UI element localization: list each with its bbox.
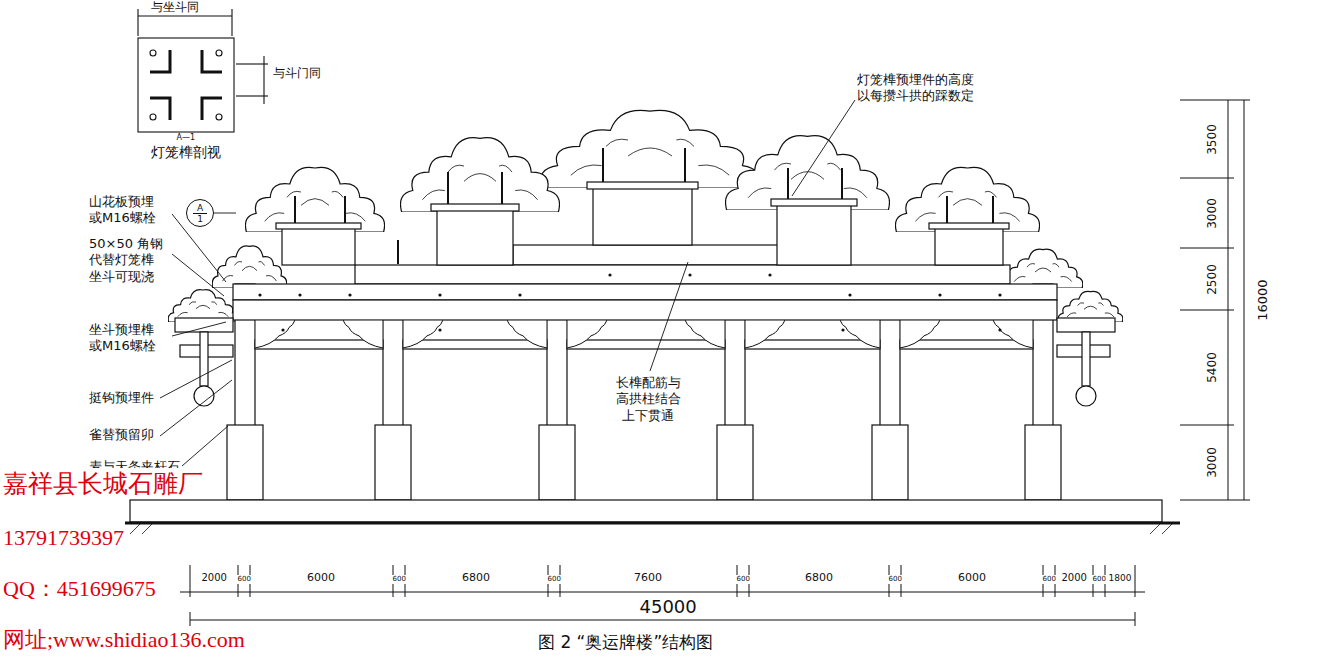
callout-note: 坐斗预埋榫 或M16螺栓 xyxy=(88,322,172,355)
ground xyxy=(125,500,1180,534)
dimension: 2000 xyxy=(1061,572,1088,585)
callout-note: 挺钩预埋件 xyxy=(88,390,155,406)
callout-text: 1 xyxy=(197,214,203,224)
towers xyxy=(276,182,1009,265)
roofs xyxy=(168,110,1123,322)
figure-caption: 图 2 “奥运牌楼”结构图 xyxy=(537,632,714,653)
section-mark: A—1 xyxy=(176,133,197,143)
section-callout-circle: A1 xyxy=(186,199,214,227)
callout-text: A xyxy=(193,203,207,214)
brackets xyxy=(255,320,1033,348)
dimension: 600 xyxy=(392,575,407,584)
watermark: 13791739397 xyxy=(2,524,125,552)
dimension: 600 xyxy=(888,575,903,584)
clamp-stones xyxy=(227,425,1061,500)
dimension: 600 xyxy=(1042,575,1057,584)
dimension: 2000 xyxy=(201,572,228,585)
watermark: 嘉祥县长城石雕厂 xyxy=(2,468,204,499)
dimension: 600 xyxy=(736,575,751,584)
total-dimension: 45000 xyxy=(639,596,698,619)
callout-note: 50×50 角钢 代替灯笼榫 坐斗可现浇 xyxy=(88,236,172,285)
horizontal-dimensions xyxy=(180,565,1145,626)
dimension: 6000 xyxy=(957,571,987,585)
section-title: 灯笼榫剖视 xyxy=(150,144,222,162)
dimension: 5400 xyxy=(1204,351,1219,384)
dimension-note: 与坐斗同 xyxy=(150,0,200,15)
inset-section xyxy=(138,9,268,132)
dimension: 7600 xyxy=(633,571,663,585)
dimension: 6800 xyxy=(804,571,834,585)
dimension: 1800 xyxy=(1108,573,1133,584)
dimension: 2500 xyxy=(1204,263,1219,296)
watermark: QQ：451699675 xyxy=(2,575,157,603)
rods xyxy=(295,148,993,264)
dimension: 600 xyxy=(1092,575,1107,584)
dimension: 6000 xyxy=(306,571,336,585)
dimension: 600 xyxy=(547,575,562,584)
callout-note: 长榫配筋与 高拱柱结合 上下贯通 xyxy=(607,375,689,424)
callout-note: 山花板预埋 或M16螺栓 xyxy=(88,194,172,227)
vertical-dimensions xyxy=(1180,100,1250,500)
callout-note: 灯笼榫预埋件的高度 以每攒斗拱的踩数定 xyxy=(856,72,983,105)
watermark: 网址;www.shidiao136.com xyxy=(2,626,246,654)
callout-note: 雀替预留卯 xyxy=(88,427,155,443)
dimension: 3000 xyxy=(1204,446,1219,479)
dimension: 600 xyxy=(237,575,252,584)
bolt-dots xyxy=(258,273,1001,331)
dimension: 3000 xyxy=(1204,197,1219,230)
dimension: 16000 xyxy=(1254,278,1270,321)
leader-lines xyxy=(160,100,855,466)
dimension: 6800 xyxy=(461,571,491,585)
dimension-note: 与斗门同 xyxy=(272,66,322,81)
dimension: 3500 xyxy=(1204,123,1219,156)
